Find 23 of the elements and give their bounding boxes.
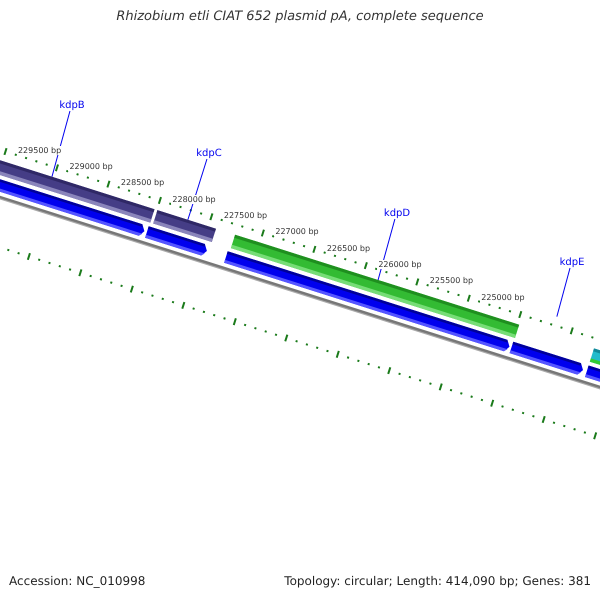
gene-bar <box>585 366 600 384</box>
position-label: 227000 bp <box>274 227 320 236</box>
gene-bar <box>590 348 600 366</box>
sequence-info-text: Topology: circular; Length: 414,090 bp; Genes: 381 <box>284 574 591 588</box>
position-label: 226500 bp <box>326 244 372 253</box>
gene-bar <box>510 342 583 375</box>
position-label: 228500 bp <box>120 178 166 188</box>
position-label: 229500 bp <box>16 146 62 155</box>
gene-bar <box>145 226 207 256</box>
map-title: Rhizobium etli CIAT 652 plasmid pA, complete sequence <box>115 9 485 24</box>
position-label: 226000 bp <box>377 260 423 269</box>
position-label: 228000 bp <box>171 194 217 204</box>
position-label: 229000 bp <box>68 162 114 172</box>
leader-line <box>51 110 70 178</box>
accession-text: Accession: NC_010998 <box>9 574 146 588</box>
position-label: 225500 bp <box>428 276 474 286</box>
position-label: 227500 bp <box>222 211 268 220</box>
gene-label: kdpC <box>196 148 222 159</box>
leader-line <box>556 268 571 318</box>
position-label: 225000 bp <box>480 292 526 302</box>
gene-label: kdpB <box>59 100 85 111</box>
gene-label: kdpE <box>560 257 584 268</box>
gene-label: kdpD <box>384 208 410 219</box>
